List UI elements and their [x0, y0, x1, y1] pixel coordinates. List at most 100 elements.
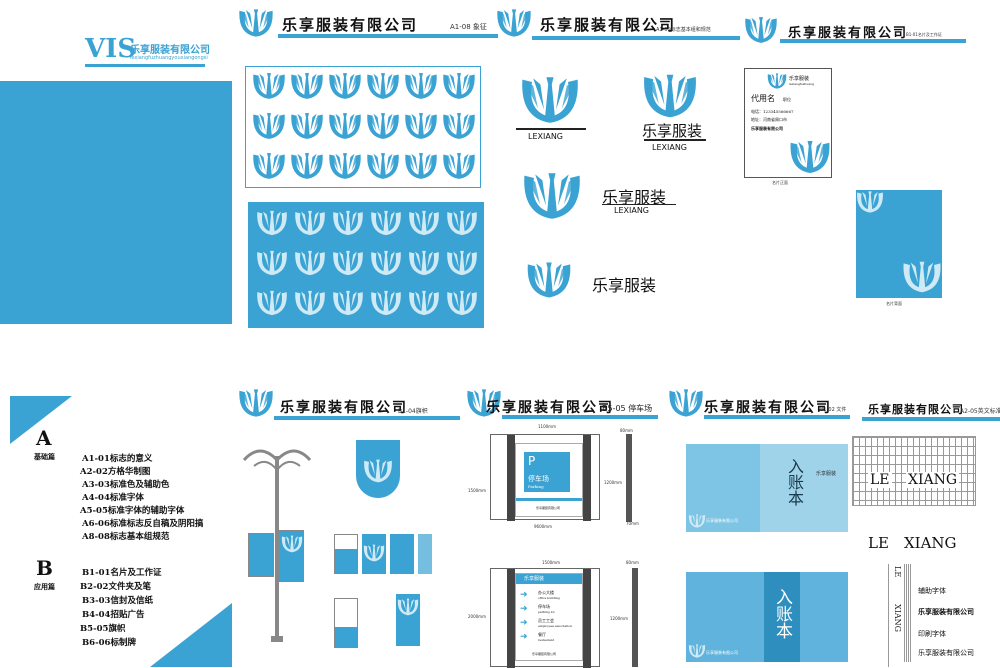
directory-pole — [632, 568, 638, 667]
card-back — [856, 190, 942, 298]
directory-row-zh: 办公大楼 — [538, 590, 554, 595]
directory-row-en: employees association — [538, 624, 573, 628]
logo-stacked-brand: 乐享服装 — [642, 122, 703, 140]
index-item: A5-05标准字体的辅助字体 — [80, 506, 185, 516]
index-item: A2-02方格华制图 — [80, 467, 151, 477]
header-page-code: A1-09标志基本组和规范 — [656, 27, 711, 33]
directory-arrow-icon: ➜ — [520, 590, 528, 600]
small-flag-1 — [334, 598, 358, 648]
index-item: A4-04标准字体 — [82, 493, 144, 503]
folder-brand: 乐享服装 — [816, 471, 837, 477]
card-phone: 电话：123345566667 — [751, 109, 794, 114]
logo-stacked-text: LEXIANG — [652, 143, 688, 152]
pattern-logo-icon — [404, 111, 438, 141]
pattern-logo-icon — [252, 151, 286, 181]
index-a-letter: A — [36, 426, 52, 450]
pattern-logo-icon — [256, 288, 288, 318]
logo-vertical-rule — [516, 128, 586, 130]
header-rule — [704, 415, 850, 419]
directory-row-en: parking lot — [538, 610, 555, 614]
cover-company: 乐享服装有限公司 — [130, 45, 210, 56]
folder-open-cover — [760, 444, 848, 532]
logo-simple-brand: 乐享服装 — [592, 276, 657, 295]
folder-open: 入账本 乐享服装 乐享服装有限公司 — [686, 444, 848, 532]
card-back-logo-bottom-icon — [902, 260, 942, 294]
card-front-caption: 名片正面 — [772, 180, 788, 185]
directory-row-zh: 停车场 — [538, 604, 550, 609]
logo-horizontal-brand: 乐享服装 — [602, 188, 667, 207]
pole-banner-left — [248, 533, 274, 577]
pattern-logo-icon — [252, 71, 286, 101]
parking-pole-bottom: 70mm — [626, 521, 639, 526]
logo-horizontal-text: LEXIANG — [614, 206, 650, 215]
desk-flag-2-logo-icon — [363, 544, 385, 562]
index-item: A6-06标准标志反自稿及阴阳搞 — [82, 519, 204, 529]
typo-vertical-le: LE — [893, 566, 902, 578]
typo-grid-xiang: XIANG — [906, 472, 960, 488]
page-parking: 乐享服装有限公司 B5-05 停车场 1100mm 1500mm P 停车场 P… — [466, 388, 662, 668]
pattern-logo-icon — [332, 288, 364, 318]
pattern-logo-icon — [442, 71, 476, 101]
folder-title: 入账本 — [785, 458, 804, 506]
directory-post-right — [583, 569, 591, 668]
parking-footer-rule — [516, 498, 582, 501]
header-rule — [862, 417, 1000, 421]
parking-title: 停车场 — [528, 475, 549, 483]
directory-row-zh: 员工工会 — [538, 618, 554, 623]
card-logo-icon — [767, 73, 787, 89]
directory-row-en: office building — [538, 596, 560, 600]
pole-banner-right — [278, 530, 304, 582]
index-item: A8-08标志基本组规范 — [82, 532, 170, 542]
typo-company-bold: 乐享服装有限公司 — [918, 608, 974, 616]
pattern-logo-icon — [370, 288, 402, 318]
card-front: 乐享服装 lexiangfuzhuang 代用名 职位 电话：123345566… — [744, 68, 832, 178]
header-logo-icon — [744, 16, 778, 44]
pattern-logo-icon — [332, 248, 364, 278]
desk-flag-2 — [362, 534, 386, 574]
pattern-logo-icon — [290, 71, 324, 101]
card-address: 地址：河南省周口市 — [751, 117, 787, 122]
pattern-white — [245, 66, 481, 188]
directory-header: 乐享服装 — [516, 574, 582, 584]
typo-vertical-box: LE XIANG — [888, 564, 910, 667]
pattern-logo-icon — [366, 111, 400, 141]
directory-height-label: 2000mm — [468, 614, 486, 619]
pattern-logo-icon — [290, 111, 324, 141]
parking-pole — [626, 434, 632, 522]
header-page-code: B1-02 文件 — [820, 407, 847, 413]
logo-simple-icon — [526, 260, 572, 300]
pattern-logo-icon — [442, 151, 476, 181]
directory-arrow-icon: ➜ — [520, 604, 528, 614]
lamp-pole — [242, 449, 312, 642]
header-rule — [532, 36, 740, 40]
folder-logo-icon — [688, 514, 706, 528]
pattern-logo-icon — [294, 248, 326, 278]
directory-row-en: restaurant — [538, 638, 555, 642]
card-brand-sub: lexiangfuzhuang — [789, 82, 814, 86]
cover-rule — [85, 64, 205, 67]
index-item: B6-06标制牌 — [82, 638, 136, 648]
parking-p-letter: P — [528, 454, 536, 468]
logo-horizontal-icon — [522, 170, 582, 222]
header-rule — [780, 39, 966, 43]
pattern-logo-icon — [366, 151, 400, 181]
directory-arrow-icon: ➜ — [520, 632, 528, 642]
index-a-title: 基础篇 — [34, 452, 55, 461]
card-back-logo-top-icon — [856, 190, 884, 214]
parking-height-label: 1500mm — [468, 488, 486, 493]
card-brand: 乐享服装 — [789, 76, 810, 82]
index-b-letter: B — [36, 556, 53, 580]
header-page-code: A1-08 象征 — [450, 23, 487, 31]
flag-hanging-logo-icon — [363, 458, 393, 484]
index-b-title: 应用篇 — [34, 582, 55, 591]
directory-row-zh: 餐厅 — [538, 632, 546, 637]
cover-block — [0, 81, 232, 324]
header-logo-icon — [238, 388, 274, 418]
logo-horizontal-rule — [602, 204, 676, 205]
index-item: B3-03信封及信纸 — [82, 596, 153, 606]
header-page-code: B1-01名片及工作证 — [906, 32, 942, 37]
header-logo-icon — [496, 8, 532, 38]
header-company: 乐享服装有限公司 — [868, 403, 964, 416]
pattern-logo-icon — [328, 151, 362, 181]
